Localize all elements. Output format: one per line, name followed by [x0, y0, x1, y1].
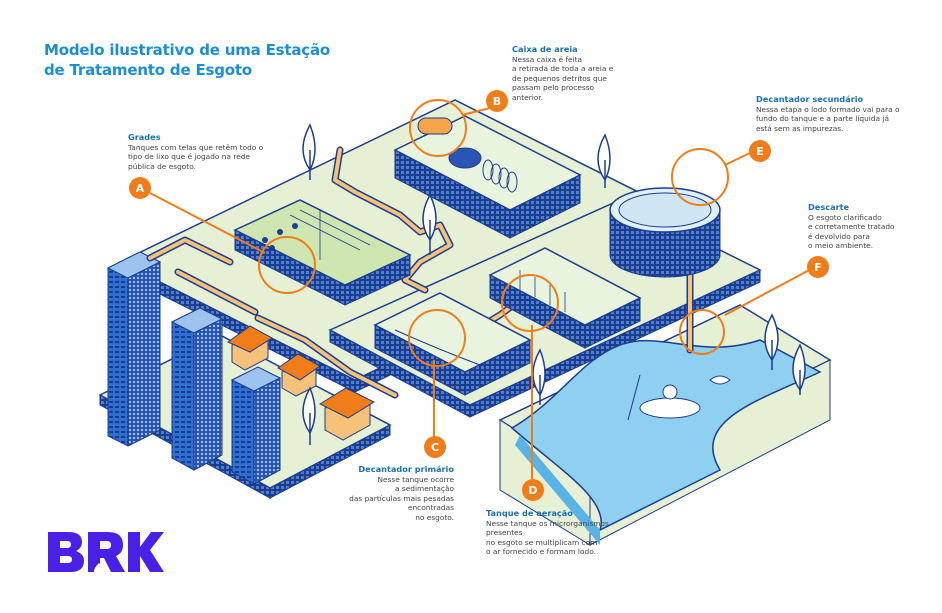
annotation-line: Nesse tanque ocorre: [377, 475, 455, 484]
marker-f: F: [807, 256, 829, 278]
marker-c: C: [424, 436, 446, 458]
annotation-line: O esgoto clarificado: [808, 213, 882, 222]
annotation-aeration-tank: Tanque de aeração Nesse tanque os micror…: [486, 508, 609, 557]
annotation-heading: Decantador secundário: [756, 94, 864, 104]
annotation-line: das partículas mais pesadas: [349, 493, 454, 503]
annotation-sand-box: Caixa de areia Nessa caixa é feita a ret…: [512, 44, 613, 102]
annotation-line: fundo do tanque e a parte líquida já: [756, 114, 889, 124]
svg-text:E: E: [756, 145, 764, 158]
annotation-line: a sedimentação: [395, 484, 454, 494]
annotation-line: está sem as impurezas.: [756, 123, 844, 133]
sand-box-tank: [393, 115, 582, 239]
aeration-tank: [488, 247, 642, 349]
annotation-line: no esgoto se multiplicam com: [486, 537, 598, 547]
annotation-primary-decanter: Decantador primário Nesse tanque ocorre …: [349, 464, 454, 522]
brk-logo-mark: [48, 532, 164, 576]
annotation-grades: Grades Tanques com telas que retêm todo …: [128, 132, 263, 171]
annotation-heading: Descarte: [808, 202, 850, 212]
annotation-line: presentes: [486, 528, 523, 538]
annotation-line: é devolvido para: [808, 231, 870, 241]
trees: [302, 123, 806, 445]
annotation-line: passam pelo processo: [512, 83, 595, 93]
annotation-line: o meio ambiente.: [808, 241, 874, 251]
svg-text:B: B: [493, 95, 501, 108]
marker-e: E: [749, 140, 771, 162]
annotation-line: encontradas: [407, 503, 454, 513]
annotation-heading: Tanque de aeração: [486, 508, 573, 518]
annotation-heading: Decantador primário: [358, 464, 454, 474]
marker-d: D: [522, 479, 544, 501]
annotation-secondary-decanter: Decantador secundário Nessa etapa o lodo…: [756, 94, 900, 133]
annotation-line: Nessa etapa o lodo formado vai para o: [756, 105, 900, 114]
annotation-line: Tanques com telas que retêm todo o: [128, 143, 264, 152]
svg-text:D: D: [528, 484, 537, 497]
annotation-line: de pequenos detritos que: [512, 73, 607, 83]
annotation-line: no esgoto.: [415, 512, 454, 522]
annotation-line: pública de esgoto.: [128, 161, 196, 171]
annotation-line: Nesse tanque os microrganismos: [486, 519, 609, 528]
annotation-discharge: Descarte O esgoto clarificado e corretam…: [808, 202, 895, 251]
title-line-1: Modelo ilustrativo de uma Estação: [44, 41, 330, 59]
svg-text:A: A: [136, 182, 145, 195]
annotation-heading: Grades: [128, 132, 161, 142]
annotation-line: tipo de lixo que é jogado na rede: [128, 152, 250, 162]
annotation-line: e corretamente tratado: [808, 222, 895, 232]
marker-a: A: [129, 177, 151, 199]
city-block: [98, 251, 392, 499]
annotation-line: Nessa caixa é feita: [512, 55, 583, 64]
title-line-2: de Tratamento de Esgoto: [44, 61, 252, 79]
fish: [709, 375, 731, 385]
marker-b: B: [486, 90, 508, 112]
svg-text:F: F: [814, 261, 822, 274]
page-title: Modelo ilustrativo de uma Estação de Tra…: [44, 40, 330, 80]
svg-text:C: C: [431, 441, 439, 454]
grades-tank: [233, 199, 412, 306]
annotation-line: o ar fornecido e formam lodo.: [486, 547, 596, 557]
annotation-line: a retirada de toda a areia e: [512, 64, 614, 74]
brk-logo: [46, 530, 164, 578]
annotation-line: anterior.: [512, 92, 543, 102]
fishing-boat: [627, 374, 701, 421]
annotation-heading: Caixa de areia: [512, 44, 578, 54]
